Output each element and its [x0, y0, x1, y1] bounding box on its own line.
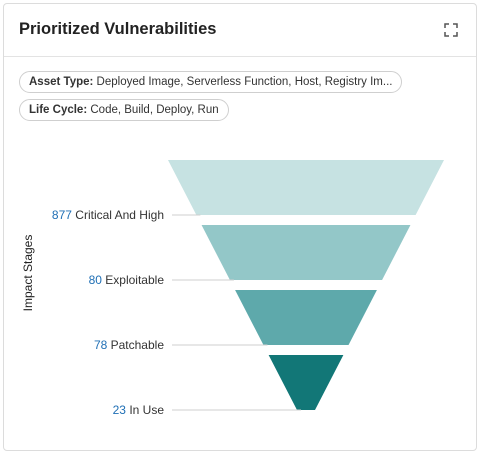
filter-life-cycle-value: Code, Build, Deploy, Run: [90, 104, 219, 116]
stage-label-0: 877 Critical And High: [52, 208, 164, 222]
stage-name: Exploitable: [105, 273, 164, 287]
filter-asset-type-value: Deployed Image, Serverless Function, Hos…: [96, 76, 393, 88]
expand-icon[interactable]: [444, 23, 458, 37]
stage-value: 23: [113, 403, 130, 417]
stage-value: 80: [89, 273, 106, 287]
stage-label-3: 23 In Use: [113, 403, 165, 417]
stage-label-1: 80 Exploitable: [89, 273, 165, 287]
filter-asset-type[interactable]: Asset Type: Deployed Image, Serverless F…: [19, 71, 403, 93]
funnel-segment-2[interactable]: [235, 290, 377, 345]
card-title: Prioritized Vulnerabilities: [19, 20, 217, 38]
stage-name: Patchable: [111, 338, 165, 352]
stage-value: 78: [94, 338, 111, 352]
y-axis-label: Impact Stages: [21, 235, 35, 312]
stage-name: In Use: [129, 403, 164, 417]
funnel-segment-1[interactable]: [201, 225, 411, 280]
funnel-segment-0[interactable]: [168, 160, 444, 215]
stage-name: Critical And High: [75, 208, 164, 222]
stage-label-2: 78 Patchable: [94, 338, 164, 352]
funnel-segment-3[interactable]: [268, 355, 344, 410]
card-header: Prioritized Vulnerabilities: [4, 4, 476, 57]
stage-value: 877: [52, 208, 75, 222]
filter-life-cycle-key: Life Cycle:: [29, 104, 88, 116]
filter-life-cycle[interactable]: Life Cycle: Code, Build, Deploy, Run: [19, 99, 229, 121]
filter-asset-type-key: Asset Type:: [29, 76, 94, 88]
funnel-stages: 877 Critical And High 80 Exploitable 78 Pa…: [52, 160, 444, 417]
